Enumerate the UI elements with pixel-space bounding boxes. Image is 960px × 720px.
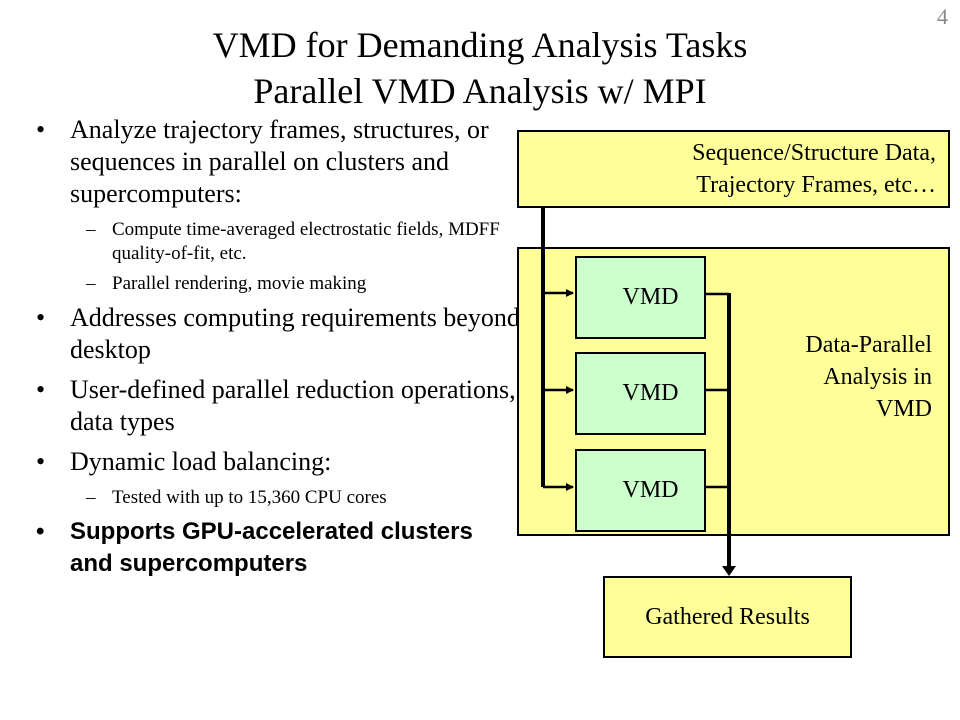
vmd-label: VMD	[622, 380, 679, 406]
output-arrowhead-icon	[722, 566, 736, 576]
sub-bullet-text: Tested with up to 15,360 CPU cores	[112, 487, 387, 508]
input-data-box: Sequence/Structure Data, Trajectory Fram…	[517, 130, 950, 208]
bullet-item: • Analyze trajectory frames, structures,…	[30, 114, 520, 210]
sub-bullet-text: Parallel rendering, movie making	[112, 273, 367, 294]
sub-bullet-item: – Tested with up to 15,360 CPU cores	[30, 486, 520, 510]
bullet-dot-icon: •	[36, 115, 46, 144]
parallel-label-line-1: Data-Parallel	[805, 332, 932, 358]
bullet-text: Analyze trajectory frames, structures, o…	[70, 115, 489, 208]
bullet-text: Addresses computing requirements beyond …	[70, 303, 520, 364]
gathered-results-label: Gathered Results	[645, 603, 810, 630]
dash-icon: –	[86, 487, 96, 508]
bullet-item: • Dynamic load balancing:	[30, 446, 520, 478]
dash-icon: –	[86, 219, 96, 240]
bullet-dot-icon: •	[36, 518, 45, 545]
vmd-node-2: VMD	[575, 352, 706, 435]
bullet-text: Dynamic load balancing:	[70, 447, 332, 476]
vmd-node-1: VMD	[575, 256, 706, 339]
vmd-label: VMD	[622, 477, 679, 503]
bullet-item: • User-defined parallel reduction operat…	[30, 374, 520, 438]
input-label-line-1: Sequence/Structure Data,	[692, 140, 936, 166]
bullet-item-bold: • Supports GPU-accelerated clusters and …	[30, 516, 520, 580]
bullet-list: • Analyze trajectory frames, structures,…	[30, 114, 520, 588]
bullet-text: Supports GPU-accelerated clusters and su…	[70, 518, 473, 577]
slide-title: VMD for Demanding Analysis Tasks Paralle…	[0, 22, 960, 114]
slide-number: 4	[937, 4, 948, 29]
parallel-label-line-3: VMD	[875, 396, 932, 422]
bullet-dot-icon: •	[36, 303, 46, 332]
parallel-label-line-2: Analysis in	[823, 364, 932, 390]
title-line-1: VMD for Demanding Analysis Tasks	[212, 25, 748, 65]
gathered-results-box: Gathered Results	[603, 576, 852, 658]
vmd-label: VMD	[622, 284, 679, 310]
sub-bullet-item: – Compute time-averaged electrostatic fi…	[30, 218, 520, 266]
vmd-node-3: VMD	[575, 449, 706, 532]
bullet-dot-icon: •	[36, 447, 46, 476]
bullet-dot-icon: •	[36, 375, 46, 404]
sub-bullet-item: – Parallel rendering, movie making	[30, 272, 520, 296]
dash-icon: –	[86, 273, 96, 294]
sub-bullet-text: Compute time-averaged electrostatic fiel…	[112, 219, 500, 264]
title-line-2: Parallel VMD Analysis w/ MPI	[253, 71, 707, 111]
data-parallel-label: Data-Parallel Analysis in VMD	[805, 329, 932, 425]
bullet-text: User-defined parallel reduction operatio…	[70, 375, 516, 436]
input-label-line-2: Trajectory Frames, etc…	[696, 172, 936, 198]
bullet-item: • Addresses computing requirements beyon…	[30, 302, 520, 366]
